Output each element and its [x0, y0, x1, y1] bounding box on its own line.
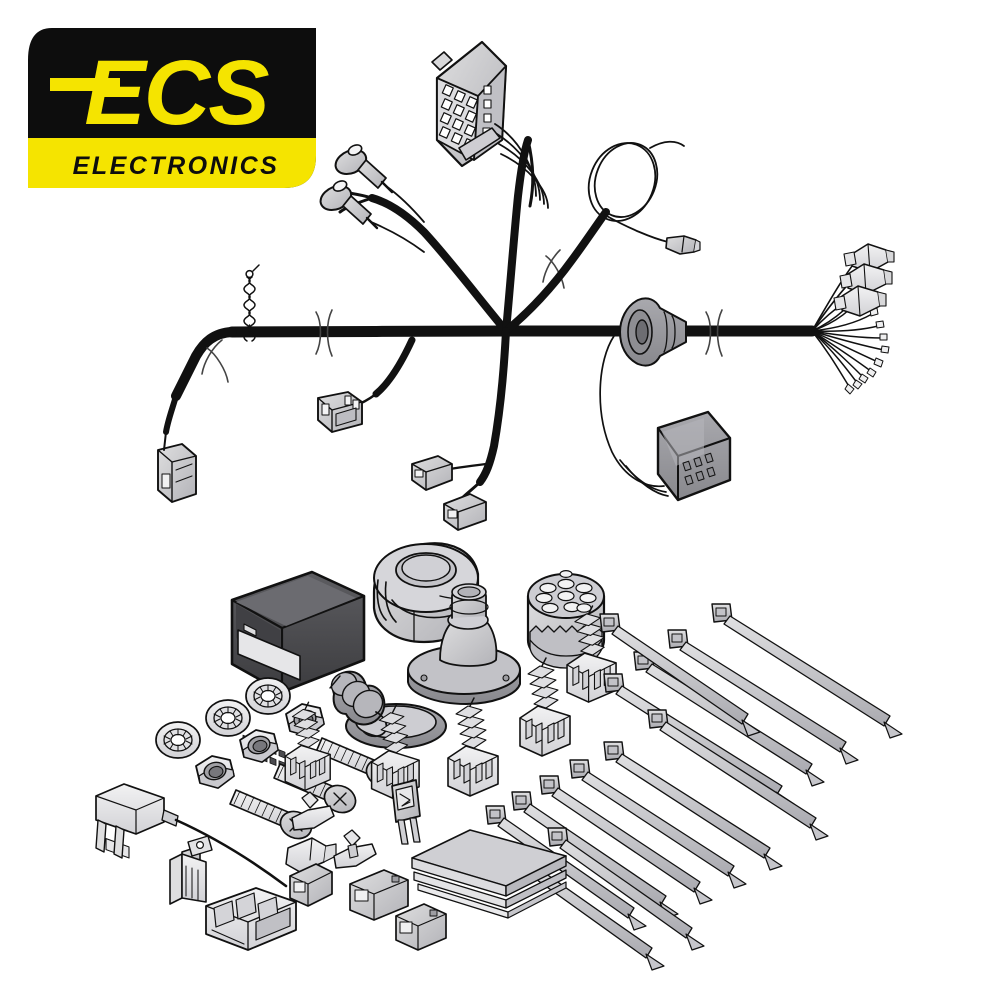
fuse-holder [205, 887, 297, 951]
logo-accent-band [28, 138, 316, 188]
ring-terminal [319, 180, 379, 230]
main-cable-trunk [163, 325, 818, 435]
parts-assembly [95, 542, 903, 971]
blade-terminal-single [665, 235, 701, 255]
mounting-pedestal [407, 583, 521, 705]
crimp-terminal [285, 791, 377, 873]
logo-ecs-text: ECS [84, 42, 269, 144]
flat-blade-connector [317, 391, 363, 433]
housing-connector [289, 863, 447, 951]
flat-connector-branch [317, 336, 416, 433]
logo-electronics-text: ELECTRONICS [73, 152, 280, 180]
multi-pin-connector-top [431, 40, 549, 209]
coiled-wire-loop [502, 140, 701, 335]
relay-bracket [169, 835, 213, 905]
relay-module-cube [599, 335, 732, 502]
wire-fan-terminals [811, 243, 895, 395]
cable-tie [485, 603, 903, 971]
socket-insert-13pin [526, 569, 606, 669]
cable-break-marks [201, 249, 723, 383]
inline-connector [411, 455, 453, 491]
harness-assembly [157, 40, 895, 531]
spade-connector-group [811, 243, 895, 332]
rubber-grommet [619, 297, 687, 367]
end-connector-left [157, 431, 197, 503]
logo-ecs-flourish [50, 78, 120, 91]
logo-wordmark-ecs: ECS [50, 42, 271, 144]
lock-washer [155, 677, 291, 759]
instruction-manual [411, 829, 567, 919]
twisted-wire-pair [243, 264, 260, 342]
fuse-tap [95, 783, 288, 888]
inline-connector-branch [411, 327, 510, 531]
blade-fuse [391, 779, 421, 845]
ecs-electronics-logo: ECS ELECTRONICS [28, 28, 316, 188]
ring-terminal [334, 144, 394, 194]
ring-terminal-branch [319, 144, 510, 335]
inline-connector [443, 493, 487, 531]
